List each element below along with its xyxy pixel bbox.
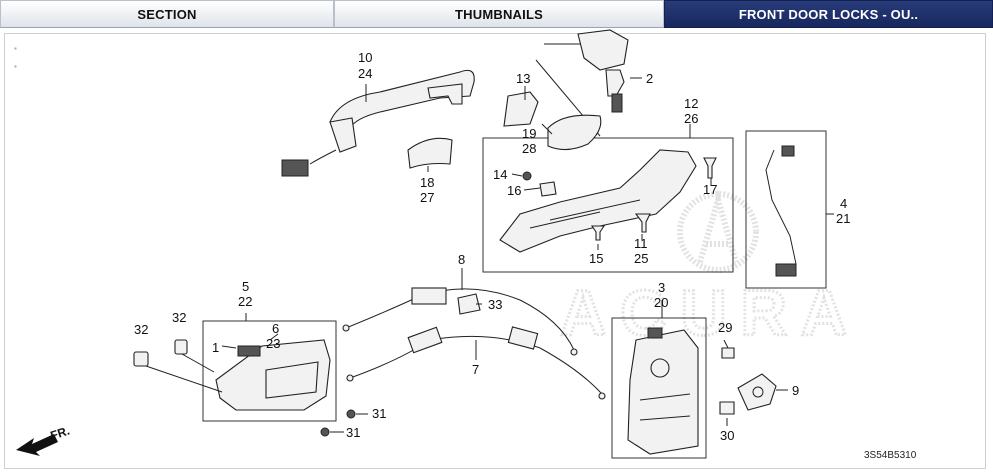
side-bullets: ▪▪ [14, 44, 17, 71]
diagram-panel [4, 33, 986, 469]
bolt-30-icon [719, 401, 735, 415]
callout-26[interactable]: 26 [684, 111, 698, 126]
door-latch-icon [627, 327, 699, 455]
callout-3[interactable]: 3 [658, 280, 665, 295]
callout-27[interactable]: 27 [420, 190, 434, 205]
callout-31-lower[interactable]: 31 [346, 425, 360, 440]
tab-thumbnails[interactable]: THUMBNAILS [334, 0, 664, 28]
callout-18[interactable]: 18 [420, 175, 434, 190]
callout-33[interactable]: 33 [488, 297, 502, 312]
callout-11[interactable]: 11 [634, 236, 648, 251]
callout-9[interactable]: 9 [792, 383, 799, 398]
bolt-17-icon [703, 157, 717, 179]
bolt-29-icon [721, 347, 735, 359]
callout-labels: 10 24 2 13 19 28 12 26 14 16 17 18 27 4 … [134, 50, 850, 443]
callout-23[interactable]: 23 [266, 336, 280, 351]
group-box-inner-handle [202, 320, 337, 422]
callout-19[interactable]: 19 [522, 126, 536, 141]
callout-32-left[interactable]: 32 [134, 322, 148, 337]
handle-cover-18-icon [407, 137, 453, 169]
callout-32-right[interactable]: 32 [172, 310, 186, 325]
callout-21[interactable]: 21 [836, 211, 850, 226]
gasket-19-icon [547, 114, 602, 151]
callout-14[interactable]: 14 [493, 167, 507, 182]
callout-22[interactable]: 22 [238, 294, 252, 309]
cap-32a-icon [133, 351, 149, 367]
diagram-code: 3S54B5310 [864, 450, 917, 461]
callout-28[interactable]: 28 [522, 141, 536, 156]
group-box-latch [611, 317, 707, 459]
tab-front-door-locks[interactable]: FRONT DOOR LOCKS - OU.. [664, 0, 993, 28]
tab-bar: SECTION THUMBNAILS FRONT DOOR LOCKS - OU… [0, 0, 993, 29]
handle-base-icon [499, 149, 697, 253]
key-cylinder-icon [544, 29, 629, 113]
callout-24[interactable]: 24 [358, 66, 372, 81]
striker-9-icon [737, 373, 777, 411]
inner-door-handle-icon [215, 339, 331, 411]
clip-33-icon [457, 293, 481, 315]
cable-7-icon [346, 326, 606, 400]
callout-5[interactable]: 5 [242, 279, 249, 294]
screw-31a-icon [346, 409, 356, 419]
callout-16[interactable]: 16 [507, 183, 521, 198]
callout-8[interactable]: 8 [458, 252, 465, 267]
screw-31b-icon [320, 427, 330, 437]
callout-4[interactable]: 4 [840, 196, 847, 211]
callout-29[interactable]: 29 [718, 320, 732, 335]
part-13-icon [503, 91, 539, 127]
part-16-icon [539, 181, 557, 197]
callout-20[interactable]: 20 [654, 295, 668, 310]
cap-32b-icon [174, 339, 188, 355]
tab-section[interactable]: SECTION [0, 0, 334, 28]
group-box-handle-base [482, 137, 734, 273]
lock-rod-icon [765, 145, 797, 277]
callout-31-upper[interactable]: 31 [372, 406, 386, 421]
callout-2[interactable]: 2 [646, 71, 653, 86]
callout-7[interactable]: 7 [472, 362, 479, 377]
front-direction-arrow-icon: FR. [16, 424, 71, 456]
callout-25[interactable]: 25 [634, 251, 648, 266]
callout-30[interactable]: 30 [720, 428, 734, 443]
callout-17[interactable]: 17 [703, 182, 717, 197]
cable-8-icon [342, 287, 578, 356]
callout-6[interactable]: 6 [272, 321, 279, 336]
callout-15[interactable]: 15 [589, 251, 603, 266]
bolt-11-icon [634, 213, 651, 233]
callout-1[interactable]: 1 [212, 340, 219, 355]
outer-door-handle-icon [281, 69, 475, 177]
bolt-15-icon [590, 225, 606, 241]
svg-text:FR.: FR. [49, 424, 72, 443]
callout-10[interactable]: 10 [358, 50, 372, 65]
callout-12[interactable]: 12 [684, 96, 698, 111]
part-14-icon [522, 171, 532, 181]
callout-13[interactable]: 13 [516, 71, 530, 86]
group-box-rod [745, 130, 827, 289]
